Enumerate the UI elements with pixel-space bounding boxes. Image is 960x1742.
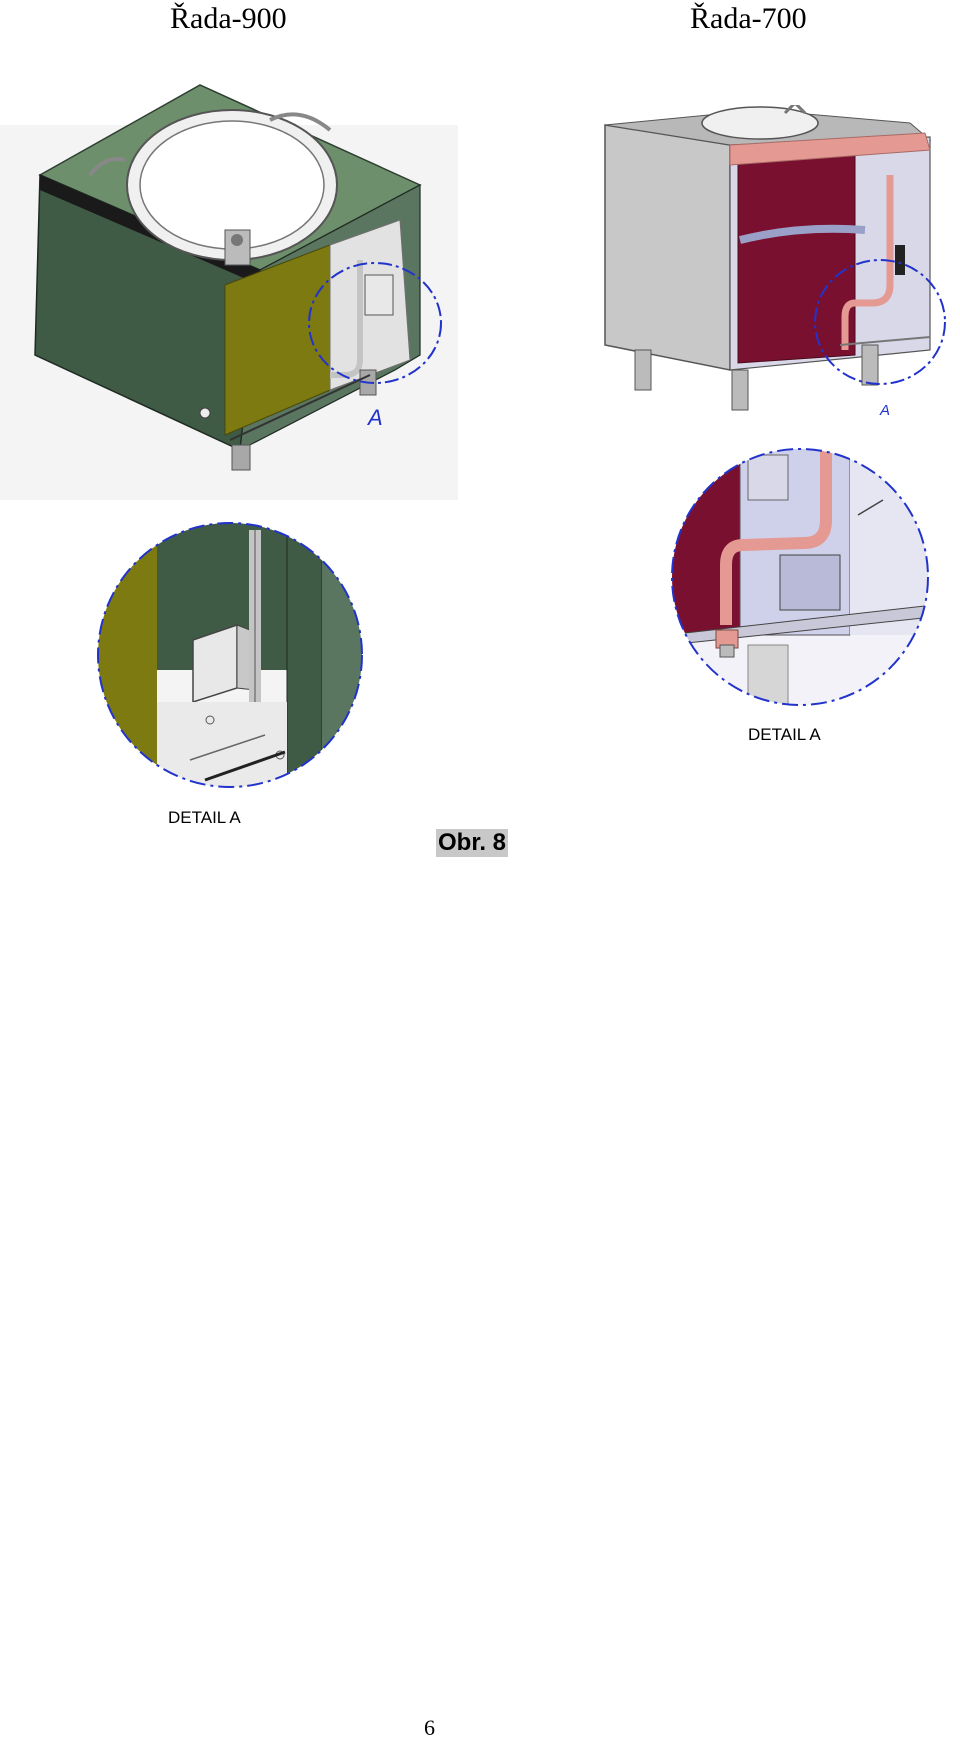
- detail-a-900-label: DETAIL A: [168, 808, 241, 827]
- heading-series-700: Řada-700: [690, 2, 807, 35]
- figure-caption: Obr. 8: [436, 829, 509, 857]
- page-number: 6: [424, 1715, 435, 1740]
- kettle-700-illustration: A: [600, 105, 955, 425]
- detail-a-700-illustration: [668, 445, 933, 710]
- kettle-900-illustration: A: [0, 70, 460, 500]
- kettle-900-callout-a: A: [366, 405, 383, 430]
- detail-a-700-label: DETAIL A: [748, 725, 821, 744]
- heading-series-900: Řada-900: [170, 2, 287, 35]
- detail-a-900-illustration: [95, 520, 365, 790]
- kettle-700-callout-a: A: [879, 402, 890, 419]
